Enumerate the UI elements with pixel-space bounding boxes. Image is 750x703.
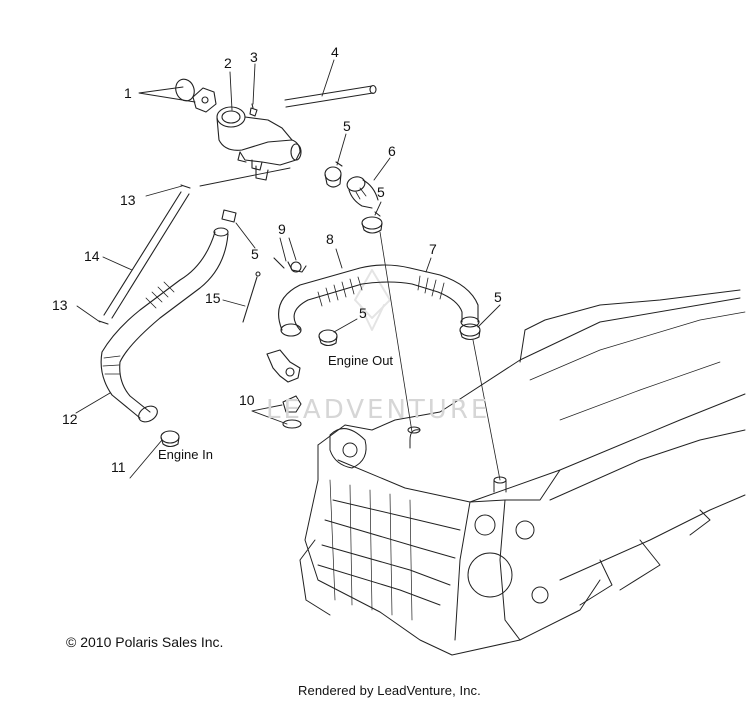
clamp-part xyxy=(459,323,481,341)
callout-3: 3 xyxy=(250,49,258,65)
callout-11: 11 xyxy=(111,459,126,475)
upper-hose-part xyxy=(278,264,480,337)
callout-5: 5 xyxy=(377,184,385,200)
callout-15: 15 xyxy=(205,290,221,306)
callout-labels: 1 2 3 4 5 6 5 7 8 9 5 5 5 10 11 12 13 14… xyxy=(52,44,502,475)
callout-2: 2 xyxy=(224,55,232,71)
tube-part xyxy=(98,184,191,325)
clamp-part xyxy=(221,209,237,223)
gasket-cover-part xyxy=(175,78,217,113)
callout-8: 8 xyxy=(326,231,334,247)
clamp-part xyxy=(318,329,338,347)
callout-7: 7 xyxy=(429,241,437,257)
clamp-part xyxy=(160,430,180,448)
callout-5: 5 xyxy=(359,305,367,321)
screw-part xyxy=(249,103,258,117)
callout-4: 4 xyxy=(331,44,339,60)
overflow-tube-part xyxy=(284,84,377,108)
thermostat-housing-part xyxy=(216,106,302,181)
chassis-frame xyxy=(299,289,746,656)
callout-14: 14 xyxy=(84,248,100,264)
clamp-part xyxy=(324,161,343,188)
callout-13: 13 xyxy=(120,192,136,208)
leader-lines xyxy=(75,59,501,479)
rendered-by-text: Rendered by LeadVenture, Inc. xyxy=(298,683,481,698)
tie-strap-part xyxy=(242,271,261,323)
copyright-text: © 2010 Polaris Sales Inc. xyxy=(66,634,224,650)
watermark-text: LEADVENTURE xyxy=(266,395,490,425)
lower-hose-part xyxy=(100,227,229,423)
engine-out-label: Engine Out xyxy=(328,353,393,368)
fitting-part xyxy=(266,349,302,429)
callout-5: 5 xyxy=(494,289,502,305)
spring-clamp-part xyxy=(273,257,307,273)
callout-5: 5 xyxy=(343,118,351,134)
watermark-logo xyxy=(354,269,391,331)
hose-elbow-part xyxy=(346,176,379,209)
callout-6: 6 xyxy=(388,143,396,159)
callout-9: 9 xyxy=(278,221,286,237)
connection-lines xyxy=(379,231,501,481)
engine-in-label: Engine In xyxy=(158,447,213,462)
callout-12: 12 xyxy=(62,411,78,427)
callout-13: 13 xyxy=(52,297,68,313)
callout-1: 1 xyxy=(124,85,132,101)
callout-10: 10 xyxy=(239,392,255,408)
clamp-part xyxy=(361,211,383,234)
callout-5: 5 xyxy=(251,246,259,262)
